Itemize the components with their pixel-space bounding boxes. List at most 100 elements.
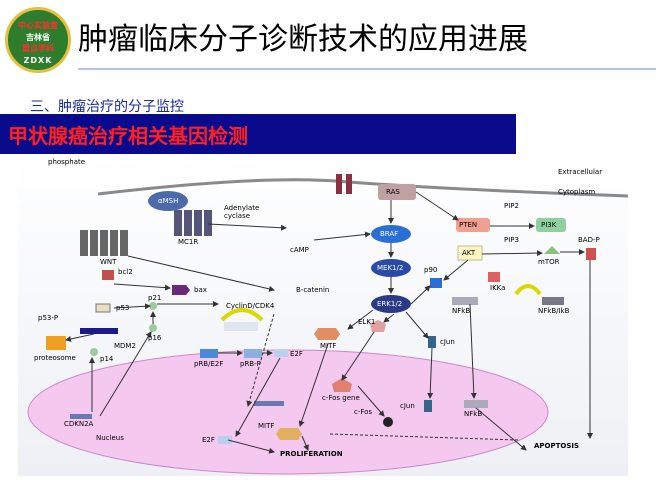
nfkb-shape bbox=[452, 297, 478, 305]
cytoplasm-label: Cytoplasm bbox=[558, 188, 596, 196]
nfkb-nuclear-shape bbox=[464, 400, 488, 408]
bax-label: bax bbox=[194, 286, 207, 294]
ikka-shape bbox=[488, 272, 500, 282]
bcatenin-label: B-catenin bbox=[296, 286, 330, 294]
bcl2-shape bbox=[102, 270, 114, 280]
bax-shape bbox=[172, 285, 190, 295]
p90-shape bbox=[430, 278, 442, 288]
braf-label: BRAF bbox=[380, 230, 399, 238]
mitf-nuclear-shape bbox=[276, 428, 302, 440]
amsh-shape bbox=[148, 191, 188, 211]
e2f-nuclear-label: E2F bbox=[202, 436, 215, 444]
erk-shape bbox=[371, 295, 411, 313]
p14-label: p14 bbox=[100, 355, 114, 363]
pten-label: PTEN bbox=[459, 221, 478, 229]
cjun-nuclear-shape bbox=[424, 400, 432, 412]
p21-dot bbox=[149, 302, 157, 310]
nfkb-ikb-shape bbox=[542, 297, 564, 305]
nfkb-label: NFkB bbox=[452, 307, 471, 315]
extracellular-label: Extracellular bbox=[558, 168, 603, 176]
banner: 甲状腺癌治疗相关基因检测 bbox=[0, 114, 516, 154]
mitf-nuclear-label: MITF bbox=[258, 422, 275, 430]
ras-label: RAS bbox=[386, 188, 400, 196]
mtor-shape bbox=[544, 246, 560, 254]
banner-title: 甲状腺癌治疗相关基因检测 bbox=[8, 124, 248, 148]
nfkb-nuclear-label: NFkB bbox=[464, 410, 483, 418]
phosphate-label: phosphate bbox=[48, 158, 86, 166]
proliferation-label: PROLIFERATION bbox=[280, 450, 343, 458]
logo-line4: ZDXK bbox=[23, 56, 53, 65]
badp-label: BAD-P bbox=[578, 236, 600, 244]
cyclind-arc bbox=[220, 308, 264, 322]
mtor-label: mTOR bbox=[538, 258, 560, 266]
e2f-nuclear-shape bbox=[218, 436, 232, 444]
proteosome-shape bbox=[46, 336, 66, 350]
p53-shape bbox=[95, 303, 111, 313]
bcl2-label: bcl2 bbox=[118, 268, 133, 276]
akt-box bbox=[457, 245, 483, 261]
p21-label: p21 bbox=[148, 294, 162, 302]
e2f-label: E2F bbox=[290, 350, 303, 358]
cdkn2a-bar bbox=[254, 401, 284, 406]
pathway-diagram: phosphate Extracellular Cytoplasm Nucleu… bbox=[18, 154, 628, 476]
cfos-label: c-Fos bbox=[354, 408, 373, 416]
proteosome-label: proteosome bbox=[34, 354, 76, 362]
title-divider bbox=[78, 68, 656, 70]
logo-line3: 重点学科 bbox=[22, 44, 54, 53]
p16-dot bbox=[149, 324, 157, 332]
cjun-shape bbox=[428, 336, 436, 348]
mitf-label: MITF bbox=[320, 342, 337, 350]
p53p-label: p53-P bbox=[38, 314, 59, 322]
cjun-label: cJun bbox=[440, 338, 455, 346]
adenylate-cyclase-label: Adenylate cyclase bbox=[224, 204, 260, 220]
wnt-receptor bbox=[80, 230, 128, 256]
cdkn2a-label: CDKN2A bbox=[64, 420, 94, 428]
mek-shape bbox=[371, 259, 411, 277]
ras-receptor bbox=[336, 174, 352, 194]
ikka-label: IKKa bbox=[490, 284, 506, 292]
section-subtitle: 三、肿瘤治疗的分子监控 bbox=[30, 99, 184, 115]
mitf-shape bbox=[314, 328, 340, 340]
prb-e2f-shape bbox=[200, 349, 218, 358]
wnt-label: WNT bbox=[100, 258, 117, 266]
pi3k-label: PI3K bbox=[541, 221, 557, 229]
logo-line2: 吉林省 bbox=[26, 33, 50, 42]
mdm2-bar bbox=[80, 328, 118, 334]
pathway-graphics bbox=[18, 154, 628, 476]
cfos-dot bbox=[383, 417, 393, 427]
nfkb-ikb-label: NFkB/IkB bbox=[538, 307, 570, 315]
prbp-label: pRB-P bbox=[240, 360, 261, 368]
badp-shape bbox=[586, 248, 596, 260]
braf-shape bbox=[371, 225, 411, 243]
p16-label: p16 bbox=[148, 334, 162, 342]
ras-box bbox=[378, 184, 416, 200]
p53-label: p53 bbox=[116, 304, 130, 312]
amsh-label: αMSH bbox=[158, 197, 179, 205]
pip3-label: PIP3 bbox=[504, 236, 519, 244]
slide-title: 肿瘤临床分子诊断技术的应用进展 bbox=[78, 22, 528, 57]
elk1-label: ELK1 bbox=[358, 318, 376, 326]
e2f-shape bbox=[274, 350, 288, 357]
camp-label: cAMP bbox=[290, 246, 309, 254]
p90-label: p90 bbox=[424, 266, 438, 274]
nfkb-arc bbox=[514, 284, 542, 296]
logo: 中心实验室 吉林省 重点学科 ZDXK bbox=[5, 7, 71, 73]
cfos-gene-label: c-Fos gene bbox=[322, 394, 360, 402]
mc1r-label: MC1R bbox=[178, 238, 199, 246]
cdkn2a-gene bbox=[70, 414, 92, 419]
prbp-shape bbox=[244, 349, 262, 358]
cfos-gene-shape bbox=[332, 378, 352, 392]
mdm2-label: MDM2 bbox=[114, 342, 136, 350]
elk1-shape bbox=[370, 320, 386, 332]
erk-label: ERK1/2 bbox=[377, 300, 403, 308]
apoptosis-label: APOPTOSIS bbox=[534, 442, 580, 450]
mc1r-receptor bbox=[174, 210, 212, 236]
cyclind-shape bbox=[224, 322, 258, 331]
pten-box bbox=[456, 218, 490, 232]
logo-line1: 中心实验室 bbox=[18, 21, 58, 30]
akt-label: AKT bbox=[462, 249, 476, 257]
mek-label: MEK1/2 bbox=[377, 264, 404, 272]
cyclind-label: CyclinD/CDK4 bbox=[226, 302, 275, 310]
cjun-nuclear-label: cJun bbox=[400, 402, 415, 410]
prb-e2f-label: pRB/E2F bbox=[194, 360, 224, 368]
